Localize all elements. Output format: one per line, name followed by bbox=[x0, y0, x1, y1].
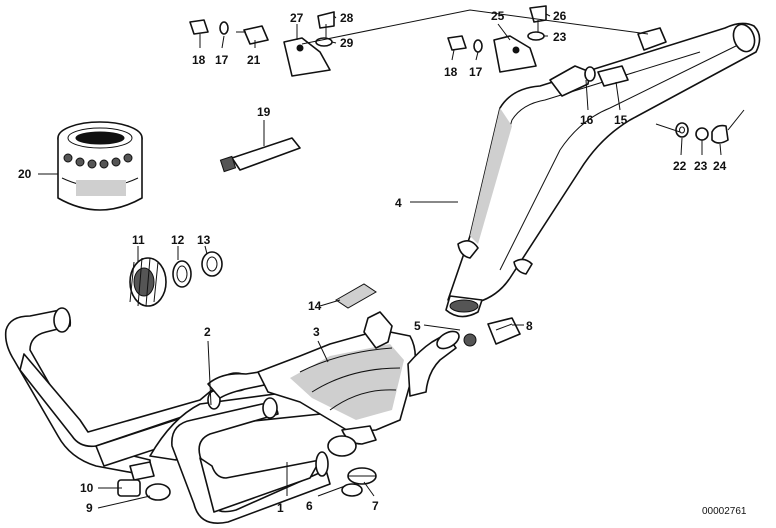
callout-17a: 17 bbox=[215, 53, 229, 67]
nut-5 bbox=[463, 333, 477, 347]
callout-29: 29 bbox=[340, 36, 354, 50]
clamps-6-7 bbox=[341, 467, 377, 497]
callout-10: 10 bbox=[80, 481, 94, 495]
compound-tin bbox=[57, 121, 143, 211]
callout-17b: 17 bbox=[469, 65, 483, 79]
clamp-block bbox=[487, 317, 521, 345]
leader-lines bbox=[38, 9, 745, 509]
callout-19: 19 bbox=[257, 105, 271, 119]
callout-1: 1 bbox=[277, 501, 284, 515]
callout-5: 5 bbox=[414, 319, 421, 333]
silencer bbox=[445, 22, 761, 318]
collector bbox=[257, 311, 460, 457]
threaded-ring-set bbox=[129, 251, 223, 307]
callout-15: 15 bbox=[614, 113, 628, 127]
callout-21: 21 bbox=[247, 53, 261, 67]
callout-22: 22 bbox=[673, 159, 687, 173]
callout-18b: 18 bbox=[444, 65, 458, 79]
fasteners-top-right bbox=[447, 5, 629, 87]
header-pipes bbox=[4, 307, 349, 524]
callout-6: 6 bbox=[306, 499, 313, 513]
callout-12: 12 bbox=[171, 233, 185, 247]
callout-16: 16 bbox=[580, 113, 594, 127]
fasteners-top-left bbox=[189, 11, 335, 77]
callout-4: 4 bbox=[395, 196, 402, 210]
callout-7: 7 bbox=[372, 499, 379, 513]
callout-8: 8 bbox=[526, 319, 533, 333]
fasteners-right bbox=[675, 122, 729, 144]
callout-11: 11 bbox=[132, 233, 145, 247]
callout-28: 28 bbox=[340, 11, 354, 25]
callout-9: 9 bbox=[86, 501, 93, 515]
callout-14: 14 bbox=[308, 299, 322, 313]
callout-2: 2 bbox=[204, 325, 211, 339]
callout-23a: 23 bbox=[553, 30, 567, 44]
callout-24: 24 bbox=[713, 159, 727, 173]
callout-26: 26 bbox=[553, 9, 567, 23]
callout-18a: 18 bbox=[192, 53, 206, 67]
callout-labels: 1 2 3 4 5 6 7 8 9 10 11 12 13 14 15 16 1… bbox=[18, 9, 747, 517]
gasket-strip bbox=[335, 283, 377, 309]
callout-3: 3 bbox=[313, 325, 320, 339]
callout-13: 13 bbox=[197, 233, 211, 247]
callout-20: 20 bbox=[18, 167, 32, 181]
callout-23b: 23 bbox=[694, 159, 708, 173]
image-code: 00002761 bbox=[702, 506, 747, 517]
callout-27: 27 bbox=[290, 11, 304, 25]
paste-tube bbox=[219, 137, 301, 173]
callout-25: 25 bbox=[491, 9, 505, 23]
